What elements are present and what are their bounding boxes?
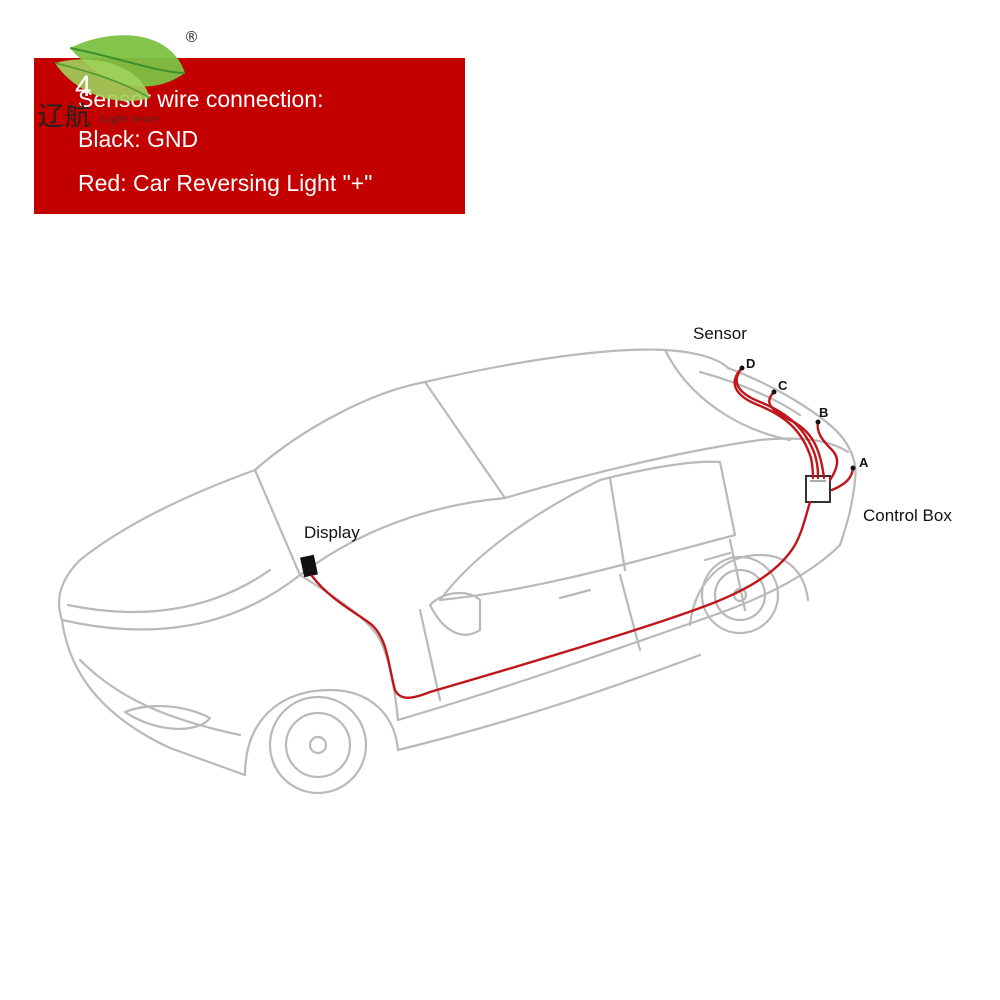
display-device bbox=[300, 554, 318, 578]
display-label: Display bbox=[304, 523, 360, 542]
banner-line-black-gnd: Black: GND bbox=[78, 126, 199, 152]
car-body-outline bbox=[58, 348, 857, 795]
sensor-label: Sensor bbox=[693, 324, 747, 343]
registered-mark: ® bbox=[184, 28, 199, 46]
sensor-point-b-label: B bbox=[819, 405, 829, 420]
logo-english-text: Light heart bbox=[100, 113, 161, 125]
sensor-points bbox=[739, 365, 856, 471]
banner-line-red-reversing: Red: Car Reversing Light "+" bbox=[78, 170, 373, 196]
sensor-point-c-label: C bbox=[778, 378, 788, 393]
leaf-logo-icon bbox=[54, 35, 186, 102]
sensor-point-a-label: A bbox=[859, 455, 869, 470]
control-box bbox=[805, 475, 831, 503]
sensor-point-d-label: D bbox=[746, 356, 756, 371]
wiring-harness bbox=[310, 366, 855, 699]
logo-chinese-text: 辽航 bbox=[38, 102, 93, 132]
control-box-label: Control Box bbox=[863, 506, 952, 525]
step-number: 4 bbox=[75, 70, 92, 103]
